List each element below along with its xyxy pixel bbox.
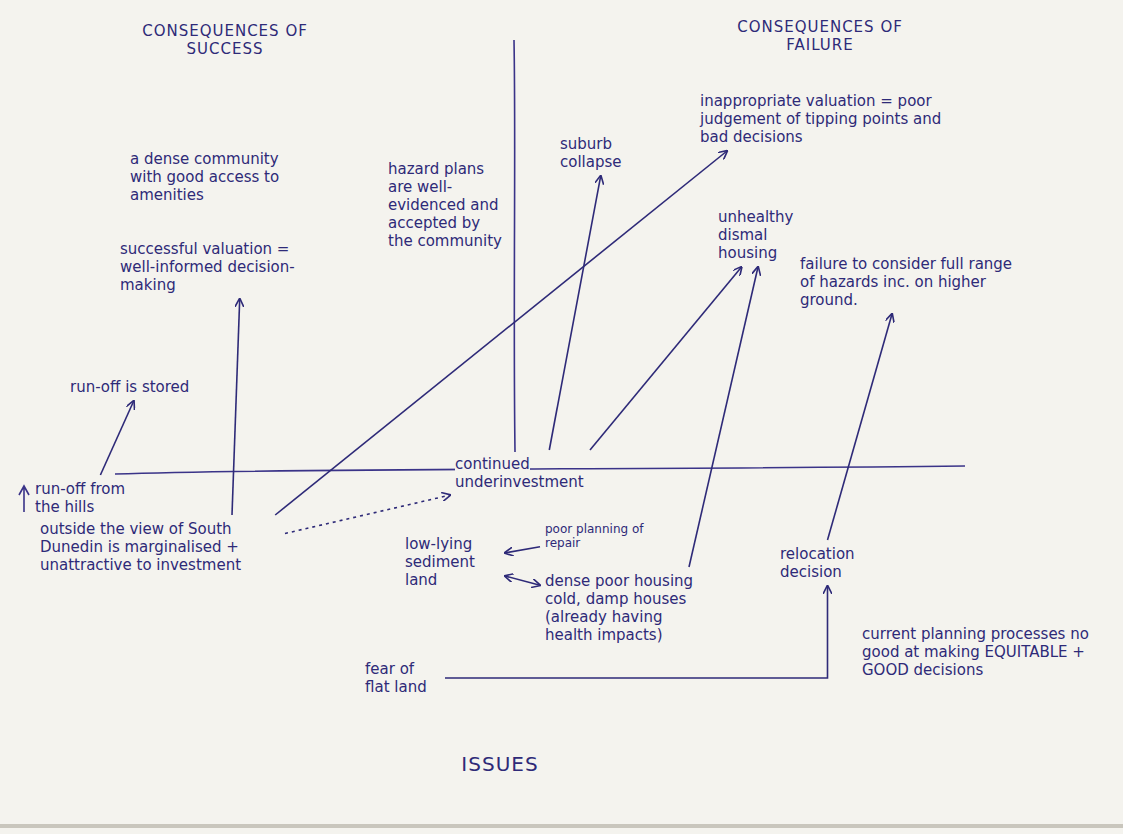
note-text: dense poor housing cold, damp houses (al…	[545, 572, 693, 644]
arrow-connector	[275, 151, 727, 515]
label-text: hazard plans are well-evidenced and acce…	[388, 160, 502, 250]
arrow-connector	[232, 299, 240, 515]
note-node: low-lying sediment land	[405, 535, 500, 589]
paper-edge	[0, 824, 1123, 828]
note-text: run-off from the hills	[35, 480, 125, 516]
note-node: failure to consider full range of hazard…	[800, 255, 1030, 309]
note-text: inappropriate valuation = poor judgement…	[700, 92, 941, 146]
arrow-connector	[828, 314, 893, 540]
free-note: hazard plans are well-evidenced and acce…	[388, 160, 503, 250]
note-text: successful valuation = well-informed dec…	[120, 240, 295, 294]
note-text: outside the view of South Dunedin is mar…	[40, 520, 241, 574]
note-node: run-off from the hills	[35, 480, 145, 516]
note-node: successful valuation = well-informed dec…	[120, 240, 310, 294]
note-node: fear of flat land	[365, 660, 440, 696]
note-text: suburb collapse	[560, 135, 622, 171]
small-arrow	[19, 486, 29, 512]
note-text: unhealthy dismal housing	[718, 208, 793, 262]
note-node: suburb collapse	[560, 135, 650, 171]
note-text: poor planning of repair	[545, 522, 644, 550]
free-note: current planning processes no good at ma…	[862, 625, 1092, 679]
column-heading: CONSEQUENCES OF SUCCESS	[140, 22, 310, 58]
note-text: low-lying sediment land	[405, 535, 475, 589]
note-text: fear of flat land	[365, 660, 427, 696]
label-text: a dense community with good access to am…	[130, 150, 279, 204]
arrow-connector	[689, 267, 758, 567]
arrow-connector	[505, 547, 540, 553]
arrow-connector	[505, 576, 540, 585]
vertical-divider	[514, 40, 515, 452]
arrow-connector	[285, 495, 450, 533]
arrow-connector	[549, 176, 600, 450]
arrow-connector	[590, 267, 742, 450]
note-node: continued underinvestment	[455, 455, 635, 491]
note-node: outside the view of South Dunedin is mar…	[40, 520, 280, 574]
column-heading: CONSEQUENCES OF FAILURE	[715, 18, 925, 54]
note-text: run-off is stored	[70, 378, 189, 396]
section-heading: ISSUES	[430, 752, 570, 776]
label-text: CONSEQUENCES OF SUCCESS	[142, 22, 308, 58]
note-node: dense poor housing cold, damp houses (al…	[545, 572, 705, 644]
free-note: a dense community with good access to am…	[130, 150, 300, 204]
label-text: current planning processes no good at ma…	[862, 625, 1089, 679]
note-text: failure to consider full range of hazard…	[800, 255, 1012, 309]
label-text: CONSEQUENCES OF FAILURE	[737, 18, 903, 54]
note-node: inappropriate valuation = poor judgement…	[700, 92, 970, 146]
label-text: ISSUES	[461, 752, 538, 776]
note-node: relocation decision	[780, 545, 875, 581]
note-node: run-off is stored	[70, 378, 210, 396]
note-node: poor planning of repair	[545, 522, 655, 551]
note-text: continued underinvestment	[455, 455, 584, 491]
note-node: unhealthy dismal housing	[718, 208, 818, 262]
note-text: relocation decision	[780, 545, 855, 581]
arrow-connector	[100, 401, 133, 475]
